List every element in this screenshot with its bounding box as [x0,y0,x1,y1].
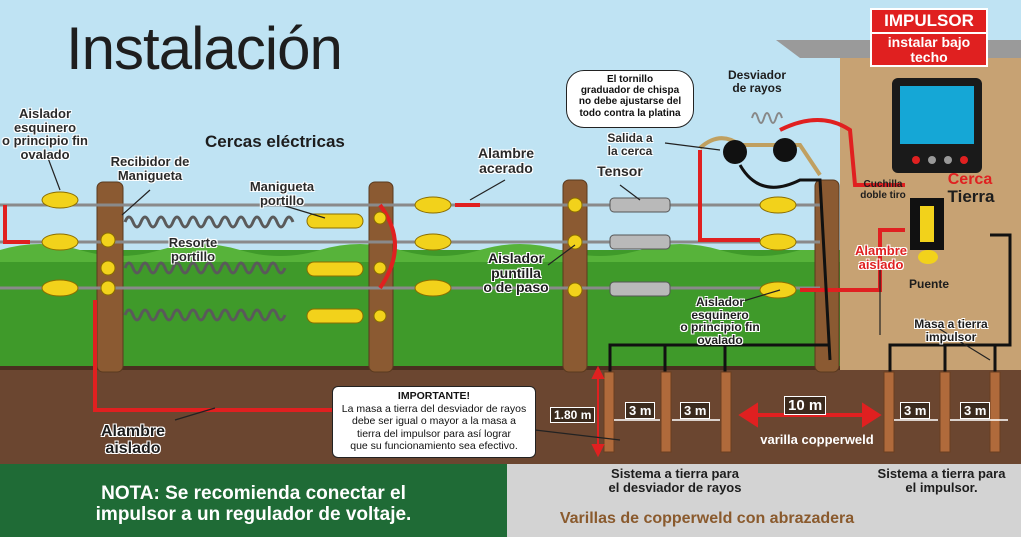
nota-text: NOTA: Se recomienda conectar el impulsor… [95,483,412,525]
label-puente: Puente [908,277,949,291]
importante-body: La masa a tierra del desviador de rayos … [341,402,527,453]
callout-importante: IMPORTANTE! La masa a tierra del desviad… [332,386,536,458]
post-3 [562,179,588,373]
dim-3m-4: 3 m [960,402,991,419]
post-1 [96,181,124,373]
dim-10m: 10 m [784,396,827,415]
post-4 [814,179,840,373]
label-masa-tierra: Masa a tierra impulsor [914,317,988,344]
label-alambre-aislado-right: Alambre aislado [854,243,908,272]
impulsor-banner: IMPULSOR instalar bajo techo [870,8,988,68]
label-recibidor: Recibidor de Manigueta [110,154,190,183]
label-alambre-aislado-left: Alambre aislado [100,423,166,457]
label-sistema-desviador: Sistema a tierra para el desviador de ra… [608,466,742,495]
importante-heading: IMPORTANTE! [397,390,471,402]
pointer-lines [44,142,991,441]
label-aislador-puntilla: Aislador puntilla o de paso [483,250,549,296]
impulsor-title: IMPULSOR [870,8,988,34]
energizer-device [892,78,982,173]
post-2 [368,181,394,373]
label-salida: Salida a la cerca [607,131,653,158]
dim-3m-2: 3 m [680,402,711,419]
fence-wires [0,203,820,290]
nota-banner: NOTA: Se recomienda conectar el impulsor… [0,464,507,537]
lightning-arrester [698,112,832,361]
insulators [41,191,797,324]
callout-tornillo: El tornillo graduador de chispa no debe … [566,70,694,128]
double-throw-switch [910,198,944,264]
label-aislador-esquinero-left: Aislador esquinero o principio fin ovala… [2,106,88,162]
copperweld-rods [603,371,1001,453]
distance-arrow-10m [738,402,882,428]
dim-3m-3: 3 m [900,402,931,419]
page-title: Instalación [66,15,343,82]
label-cerca: Cerca [947,171,993,188]
red-wires [3,118,905,412]
label-desviador: Desviador de rayos [727,68,787,95]
label-sistema-impulsor: Sistema a tierra para el impulsor. [877,466,1006,495]
depth-arrow [591,365,605,458]
dim-3m-1: 3 m [625,402,656,419]
label-cercas-electricas: Cercas eléctricas [205,132,345,151]
label-alambre-acerado: Alambre acerado [477,145,535,176]
label-manigueta: Manigueta portillo [249,179,315,208]
varillas-caption: Varillas de copperweld con abrazadera [559,510,855,527]
caption-band [507,464,1021,537]
label-tierra: Tierra [947,187,995,206]
label-cuchilla: Cuchilla doble tiro [860,179,906,201]
dim-180: 1.80 m [550,407,596,423]
label-resorte: Resorte portillo [168,235,218,264]
label-varilla: varilla copperweld [760,432,874,447]
tensors [609,197,671,297]
springs [123,215,295,322]
label-aislador-esquinero-right: Aislador esquinero o principio fin ovala… [680,295,760,347]
label-tensor: Tensor [597,163,643,179]
impulsor-subtitle: instalar bajo techo [870,34,988,68]
